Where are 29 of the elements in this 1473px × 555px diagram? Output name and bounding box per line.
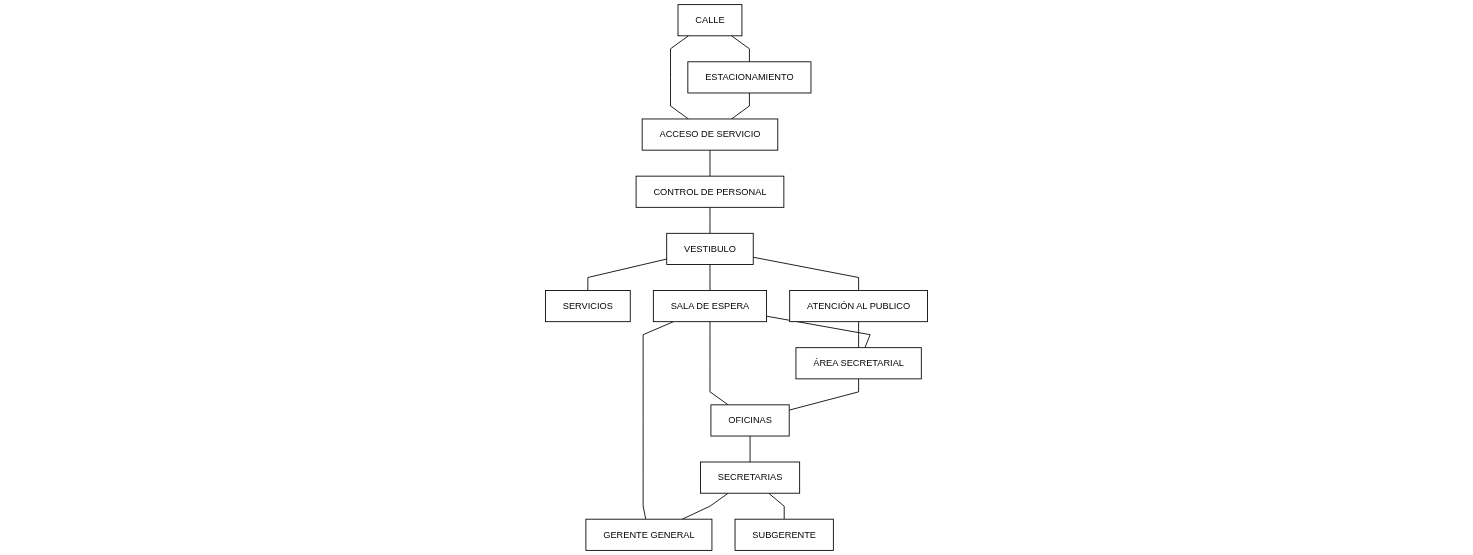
node-box: SERVICIOS: [545, 290, 631, 323]
connector: [709, 264, 711, 291]
connector: [752, 256, 860, 291]
connector: [731, 92, 750, 120]
node-box: GERENTE GENERAL: [585, 518, 713, 551]
node-box: CALLE: [677, 4, 743, 37]
node-box: ÁREA SECRETARIAL: [795, 347, 922, 380]
connector: [749, 435, 751, 463]
connector: [709, 321, 729, 406]
node-box: VESTIBULO: [666, 232, 754, 265]
node-box: OFICINAS: [710, 404, 790, 437]
connector: [587, 258, 668, 291]
node-box: SUBGERENTE: [734, 518, 834, 551]
connector: [766, 315, 871, 349]
node-box: ATENCIÓN AL PUBLICO: [789, 290, 928, 323]
node-box: ACCESO DE SERVICIO: [641, 118, 779, 151]
node-box: SALA DE ESPERA: [652, 290, 768, 323]
node-box: SECRETARIAS: [700, 461, 801, 494]
connector: [731, 35, 750, 63]
node-box: ESTACIONAMIENTO: [687, 61, 812, 94]
node-box: CONTROL DE PERSONAL: [635, 175, 785, 208]
connector: [709, 149, 711, 177]
connector: [858, 321, 860, 349]
connector: [681, 492, 729, 520]
connector: [709, 206, 711, 234]
connector: [642, 321, 674, 520]
connector: [768, 492, 785, 520]
connector: [788, 378, 860, 411]
connector: [670, 35, 689, 120]
